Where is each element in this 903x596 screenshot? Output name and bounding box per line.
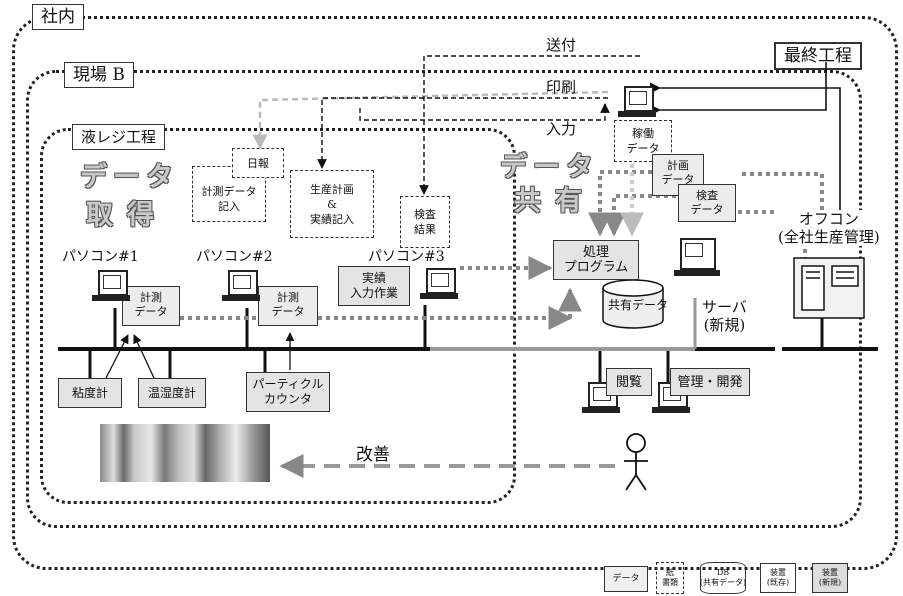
server-label: サーバ (新規) — [702, 298, 747, 334]
pc3-label: パソコン#3 — [368, 246, 445, 266]
pc2-label: パソコン#2 — [196, 246, 273, 266]
offcon-label: オフコン (全社生産管理) — [778, 210, 880, 246]
data-acquisition-label-1: データ — [80, 158, 179, 198]
input-label: 入力 — [546, 118, 576, 139]
processing-program-box: 処理 プログラム — [553, 240, 639, 280]
legend-paper: 紙 書類 — [656, 562, 684, 594]
print-label: 印刷 — [546, 76, 576, 97]
doc-seisan: 生産計画 & 実績記入 — [290, 170, 374, 238]
legend-new: 装置 (新規) — [812, 563, 848, 593]
doc-keisoku-2: 計測 データ — [258, 286, 318, 326]
legend-existing: 装置 (既存) — [760, 563, 796, 593]
legend-db: DB (共有データ) — [700, 562, 746, 594]
pc1-label: パソコン#1 — [62, 246, 139, 266]
print-pc-icon — [618, 86, 658, 122]
pc3-icon — [420, 268, 460, 304]
doc-nippo: 日報 — [232, 148, 284, 178]
data-acquisition-label-2: 取得 — [86, 196, 168, 236]
data-sharing-label-2: 共有 — [514, 182, 596, 222]
doc-kensa: 検査 データ — [678, 184, 736, 222]
thermo-hygrometer-box: 温湿度計 — [138, 378, 206, 408]
particle-counter-box: パーティクル カウンタ — [246, 372, 330, 412]
pc2-icon — [222, 270, 262, 306]
pc1-icon — [92, 270, 132, 306]
person-icon — [624, 434, 648, 490]
doc-kensa-kekka: 検査 結果 — [400, 196, 450, 248]
offcon-machine-icon — [794, 258, 864, 318]
jisseki-input-box: 実績 入力作業 — [338, 266, 410, 306]
viscometer-box: 粘度計 — [58, 378, 122, 408]
send-label: 送付 — [546, 34, 576, 55]
legend-data: データ — [604, 566, 648, 592]
manage-dev-box: 管理・開発 — [670, 368, 750, 396]
factory-photo — [100, 424, 270, 482]
shared-data-label: 共有データ — [608, 296, 668, 313]
server-icon — [674, 238, 722, 278]
browse-box: 閲覧 — [606, 368, 652, 396]
improvement-label: 改善 — [356, 440, 390, 465]
